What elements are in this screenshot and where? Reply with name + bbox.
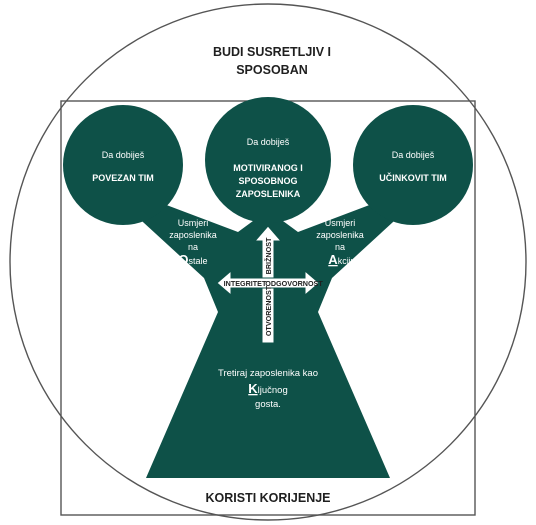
branch-left-line2: zaposlenika — [169, 230, 217, 240]
arrow-label-left: INTEGRITET — [224, 279, 267, 288]
branch-right-initial: A — [328, 252, 338, 267]
arrow-label-down: OTVORENOST — [264, 285, 273, 336]
circle-right — [353, 105, 473, 225]
branch-left-line1: Usmjeri — [178, 218, 209, 228]
branch-left-line3: na — [188, 242, 198, 252]
top-title-line1: BUDI SUSRETLJIV I — [213, 45, 331, 59]
bottom-title: KORISTI KORIJENJE — [205, 491, 330, 505]
root-text-initial: K — [248, 381, 258, 396]
circle-left — [63, 105, 183, 225]
branch-right-rest: kciju — [338, 256, 356, 266]
branch-right-keyword: Akciju — [328, 252, 355, 267]
root-text-rest: ljučnog — [258, 385, 288, 396]
root-text-line1: Tretiraj zaposlenika kao — [218, 368, 318, 379]
outer-circle — [9, 3, 527, 521]
branch-left-rest: stale — [189, 256, 208, 266]
branch-left-initial: O — [178, 252, 188, 267]
circle-center — [205, 97, 331, 223]
circle-right-small: Da dobiješ — [392, 150, 435, 160]
values-cross — [216, 225, 320, 344]
circle-left-title: POVEZAN TIM — [92, 173, 154, 183]
circle-center-title-2: SPOSOBNOG — [238, 176, 297, 186]
arrow-label-up: BRIŽNOST — [264, 237, 273, 274]
circle-center-title-1: MOTIVIRANOG I — [233, 163, 303, 173]
root-text-line3: gosta. — [255, 399, 281, 410]
circle-right-title: UČINKOVIT TIM — [379, 172, 447, 183]
branch-right-line3: na — [335, 242, 345, 252]
circle-center-title-3: ZAPOSLENIKA — [236, 189, 301, 199]
circle-center-small: Da dobiješ — [247, 137, 290, 147]
top-title-line2: SPOSOBAN — [236, 63, 308, 77]
cross-center — [262, 278, 274, 288]
branch-left-keyword: Ostale — [178, 252, 207, 267]
circle-left-small: Da dobiješ — [102, 150, 145, 160]
branch-right-line2: zaposlenika — [316, 230, 364, 240]
root-text-keyword: Ključnog — [248, 381, 288, 396]
arrow-label-right: ODGOVORNOST — [265, 279, 323, 288]
branch-right-line1: Usmjeri — [325, 218, 356, 228]
